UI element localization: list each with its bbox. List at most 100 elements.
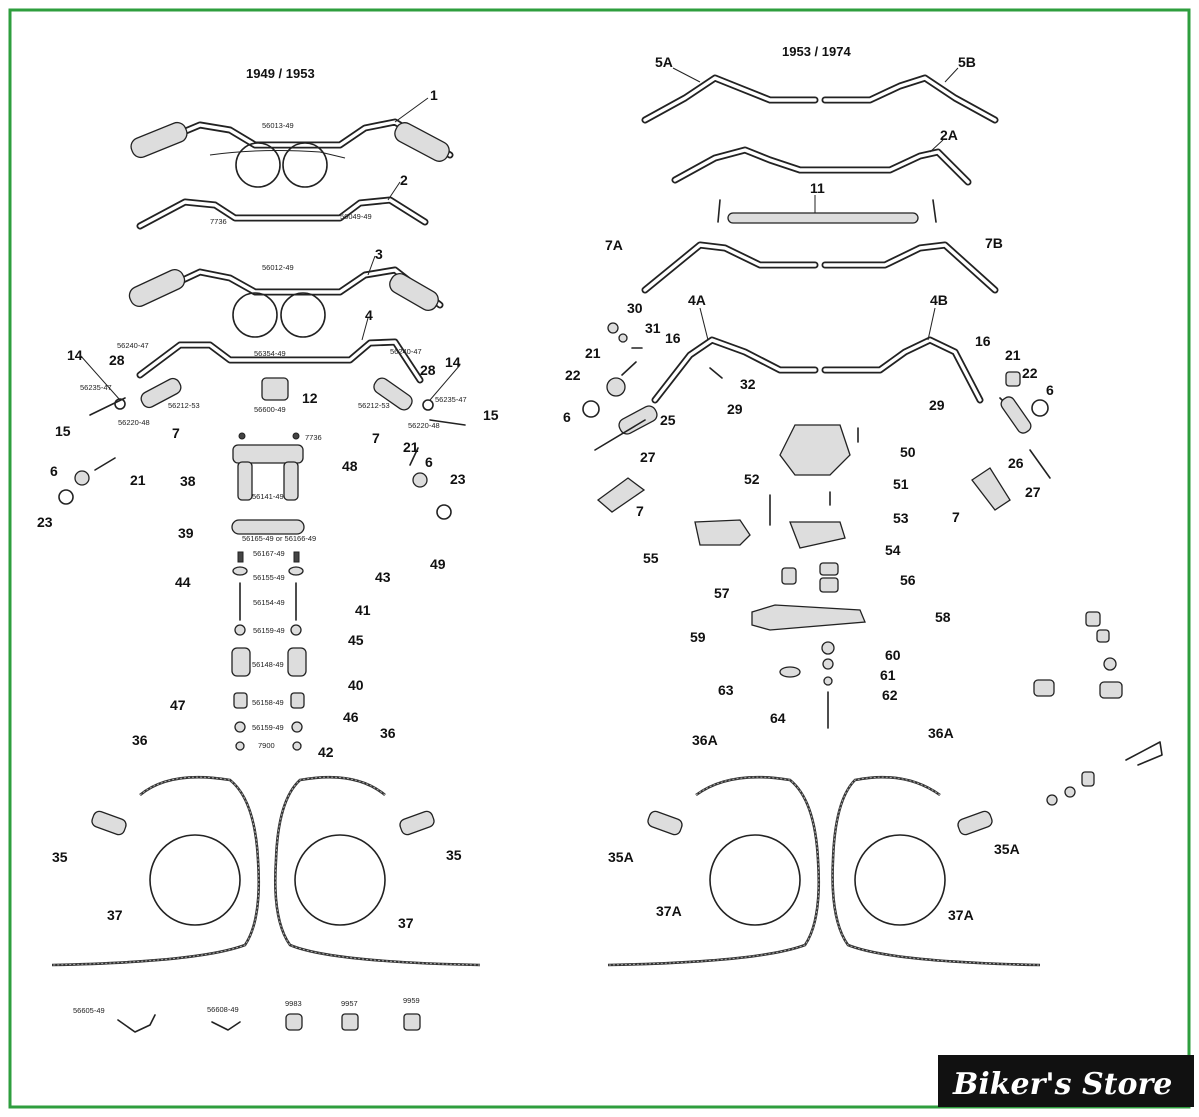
callout-label: 53: [893, 510, 909, 526]
part-number-label: 56159-49: [252, 723, 284, 732]
callout-label: 44: [175, 574, 191, 590]
callout-label: 58: [935, 609, 951, 625]
callout-label: 27: [1025, 484, 1041, 500]
callout-label: 28: [420, 362, 436, 378]
callout-label: 36: [132, 732, 148, 748]
callout-label: 55: [643, 550, 659, 566]
part-number-label: 7736: [210, 217, 227, 226]
callout-label: 50: [900, 444, 916, 460]
left-riser-stack: [231, 432, 307, 751]
callout-label: 32: [740, 376, 756, 392]
part-number-label: 9983: [285, 999, 302, 1008]
callout-label: 21: [403, 439, 419, 455]
callout-label: 6: [50, 463, 58, 479]
part-number-label: 56167-49: [253, 549, 285, 558]
callout-label: 56: [900, 572, 916, 588]
callout-label: 16: [665, 330, 681, 346]
callout-label: 57: [714, 585, 730, 601]
callout-label: 47: [170, 697, 186, 713]
callout-label: 35A: [608, 849, 634, 865]
callout-label: 63: [718, 682, 734, 698]
callout-label: 11: [810, 180, 825, 196]
callout-label: 4B: [930, 292, 948, 308]
part-number-label: 56220-48: [118, 418, 150, 427]
callout-label: 22: [1022, 365, 1038, 381]
callout-label: 7: [172, 425, 180, 441]
part-number-label: 56159-49: [253, 626, 285, 635]
callout-label: 6: [1046, 382, 1054, 398]
part-number-label: 56212-53: [358, 401, 390, 410]
callout-label: 6: [563, 409, 571, 425]
part-number-label: 9959: [403, 996, 420, 1005]
store-logo-text: Biker's Store: [952, 1067, 1172, 1102]
part-number-label: 56154-49: [253, 598, 285, 607]
callout-label: 5B: [958, 54, 976, 70]
callout-label: 36A: [928, 725, 954, 741]
callout-label: 51: [893, 476, 909, 492]
right-title: 1953 / 1974: [782, 44, 851, 59]
part-number-label: 56605-49: [73, 1006, 105, 1015]
callout-label: 41: [355, 602, 371, 618]
callout-label: 1: [430, 87, 438, 103]
misc-hardware: [1033, 611, 1163, 806]
callout-label: 4A: [688, 292, 706, 308]
callout-label: 31: [645, 320, 661, 336]
callout-label: 21: [585, 345, 601, 361]
callout-label: 59: [690, 629, 706, 645]
callout-label: 37: [107, 907, 123, 923]
part-number-label: 56141-49: [252, 492, 284, 501]
part-number-label: 56220-48: [408, 421, 440, 430]
bottom-clips: [117, 1013, 421, 1033]
part-number-label: 56013-49: [262, 121, 294, 130]
part-number-label: 56240-47: [117, 341, 149, 350]
part-number-label: 56158-49: [252, 698, 284, 707]
callout-label: 45: [348, 632, 364, 648]
store-logo: Biker's Store: [938, 1055, 1194, 1107]
callout-label: 6: [425, 454, 433, 470]
part-number-label: 7900: [258, 741, 275, 750]
right-handlebars: [582, 74, 1051, 513]
left-title: 1949 / 1953: [246, 66, 315, 81]
callout-label: 14: [67, 347, 83, 363]
callout-label: 2: [400, 172, 408, 188]
part-number-label: 56240-47: [390, 347, 422, 356]
left-cables: [51, 775, 481, 967]
callout-label: 2A: [940, 127, 958, 143]
callout-label: 15: [55, 423, 71, 439]
callout-label: 52: [744, 471, 760, 487]
callout-label: 42: [318, 744, 334, 760]
callout-label: 16: [975, 333, 991, 349]
callout-label: 35: [52, 849, 68, 865]
part-number-label: 56354-49: [254, 349, 286, 358]
callout-label: 39: [178, 525, 194, 541]
callout-label: 29: [929, 397, 945, 413]
part-number-label: 7736: [305, 433, 322, 442]
callout-label: 36A: [692, 732, 718, 748]
callout-label: 4: [365, 307, 373, 323]
left-handlebars: [58, 118, 466, 520]
callout-label: 36: [380, 725, 396, 741]
callout-label: 40: [348, 677, 364, 693]
callout-label: 3: [375, 246, 383, 262]
callout-label: 60: [885, 647, 901, 663]
callout-label: 37A: [656, 903, 682, 919]
right-cables: [607, 775, 1041, 967]
part-number-label: 56235-47: [80, 383, 112, 392]
part-number-label: 56049-49: [340, 212, 372, 221]
callout-label: 7: [636, 503, 644, 519]
callout-label: 29: [727, 401, 743, 417]
part-number-label: 56165-49 or 56166-49: [242, 534, 316, 543]
callout-label: 46: [343, 709, 359, 725]
callout-label: 49: [430, 556, 446, 572]
callout-label: 12: [302, 390, 318, 406]
callout-label: 15: [483, 407, 499, 423]
part-number-label: 56600-49: [254, 405, 286, 414]
part-number-label: 56235-47: [435, 395, 467, 404]
callout-label: 21: [1005, 347, 1021, 363]
part-number-label: 56608-49: [207, 1005, 239, 1014]
callout-label: 21: [130, 472, 146, 488]
callout-label: 62: [882, 687, 898, 703]
